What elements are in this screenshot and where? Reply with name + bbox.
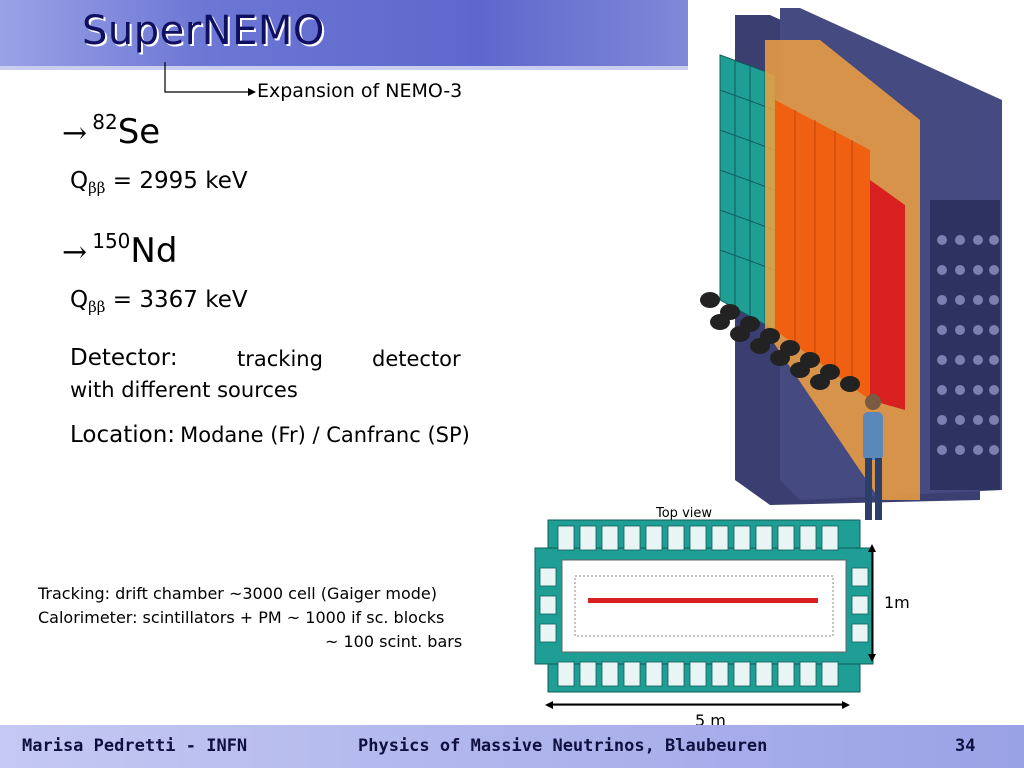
- detector-label: Detector:: [70, 345, 178, 371]
- top-view-tracking-volume: [561, 559, 847, 653]
- isotope-nd-heading: → 150Nd: [62, 229, 178, 271]
- footer-author: Marisa Pedretti - INFN: [22, 736, 248, 756]
- title-bar: [0, 0, 688, 66]
- top-view-diagram: [534, 519, 874, 705]
- location-label: Location:: [70, 422, 176, 448]
- top-view-calorimeter-blocks: [539, 525, 869, 687]
- top-view-source-foil: [588, 598, 818, 603]
- person-scale-figure: [863, 394, 883, 520]
- detector-word-detector: detector: [372, 347, 461, 371]
- isotope-element: Se: [117, 112, 161, 152]
- title-bar-shadow: [0, 66, 688, 70]
- slide-title: SuperNEMO: [82, 8, 325, 54]
- spec-calorimeter: Calorimeter: scintillators + PM ~ 1000 i…: [38, 608, 445, 627]
- q-value-nd: Qββ = 3367 keV: [70, 287, 248, 316]
- calorimeter-wall: [930, 200, 1000, 490]
- q-value-se: Qββ = 2995 keV: [70, 168, 248, 197]
- source-foil-lines: [794, 110, 853, 387]
- detector-3d-illustration: [700, 8, 1002, 520]
- expansion-text: Expansion of NEMO-3: [257, 80, 463, 102]
- top-view-label: Top view: [656, 506, 713, 521]
- spec-scint-bars: ~ 100 scint. bars: [325, 632, 463, 651]
- isotope-se-heading: → 82Se: [62, 110, 161, 152]
- pm-grid: [937, 235, 999, 455]
- width-arrow: [545, 701, 850, 709]
- footer-page-number: 34: [955, 736, 976, 756]
- expansion-connector-arrow: [164, 62, 256, 96]
- spec-tracking: Tracking: drift chamber ~3000 cell (Gaig…: [38, 584, 437, 603]
- isotope-element: Nd: [130, 231, 178, 271]
- footer-bar: Marisa Pedretti - INFN Physics of Massiv…: [0, 725, 1024, 768]
- source-foil-orange: [775, 100, 870, 400]
- arrow-icon: →: [62, 116, 88, 151]
- pm-tubes-bottom: [700, 292, 860, 392]
- height-arrow: [868, 544, 876, 662]
- top-view-wire-region: [574, 575, 834, 637]
- location-line: Location: Modane (Fr) / Canfranc (SP): [70, 422, 470, 448]
- isotope-mass-number: 150: [92, 229, 131, 253]
- location-value: Modane (Fr) / Canfranc (SP): [180, 423, 470, 447]
- source-foil-red: [870, 180, 905, 410]
- arrow-icon: →: [62, 235, 88, 270]
- detector-word-tracking: tracking: [237, 347, 323, 371]
- detector-line2: with different sources: [70, 378, 298, 402]
- height-label: 1m: [884, 593, 910, 612]
- isotope-mass-number: 82: [92, 110, 118, 134]
- footer-event: Physics of Massive Neutrinos, Blaubeuren: [358, 736, 768, 756]
